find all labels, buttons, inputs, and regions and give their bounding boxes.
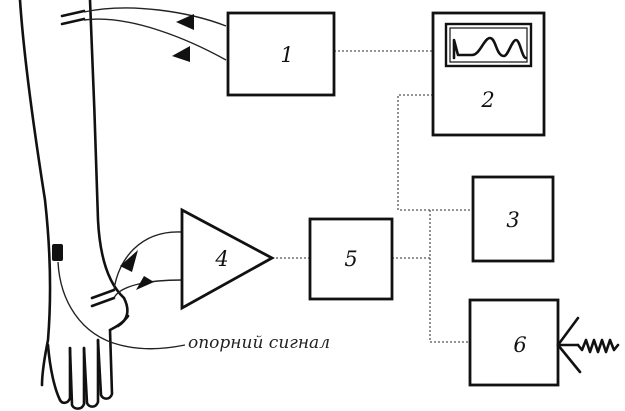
waveform-icon [452, 36, 528, 60]
wrist-electrode [52, 244, 63, 261]
block-5-label: 5 [344, 247, 357, 271]
block-1: 1 [226, 11, 336, 97]
lower-electrode [90, 288, 116, 308]
block-3: 3 [471, 175, 555, 263]
block-6-label: 6 [513, 333, 526, 357]
reference-signal-label: опорний сигнал [188, 333, 330, 353]
output-signal-icon [556, 316, 620, 374]
oscilloscope-screen [444, 22, 533, 68]
upper-electrode [60, 9, 86, 26]
reference-signal-wire [57, 261, 186, 350]
block-1-label: 1 [280, 43, 293, 67]
block-6: 6 [468, 298, 620, 387]
connection-lines [272, 50, 470, 343]
block-5: 5 [308, 217, 394, 301]
arm-illustration [18, 0, 130, 410]
block-4-amplifier: 4 [180, 207, 275, 311]
stimulus-arrows [83, 7, 227, 62]
block-2: 2 [431, 11, 546, 137]
block-4-label: 4 [214, 247, 228, 271]
block-2-label: 2 [480, 88, 494, 112]
block-3-label: 3 [506, 208, 519, 232]
input-arrows [113, 231, 183, 299]
